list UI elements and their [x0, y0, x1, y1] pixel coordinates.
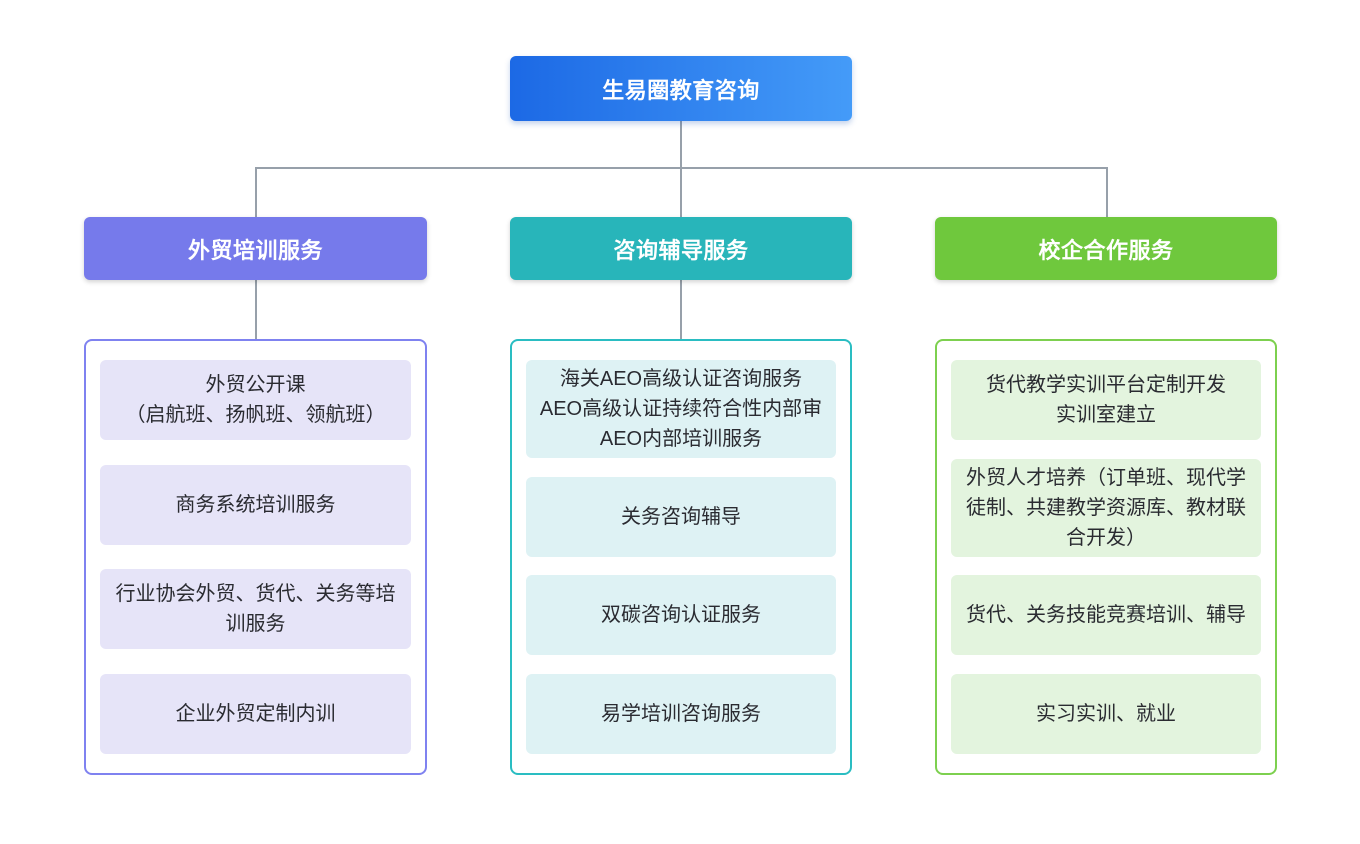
service-item[interactable]: 商务系统培训服务 [100, 464, 411, 545]
connector-root-vertical [680, 121, 682, 168]
branch-container-school-enterprise-cooperation: 货代教学实训平台定制开发 实训室建立 外贸人才培养（订单班、现代学徒制、共建教学… [935, 339, 1277, 775]
service-item[interactable]: 企业外贸定制内训 [100, 673, 411, 754]
branch-header-school-enterprise-cooperation[interactable]: 校企合作服务 [935, 217, 1277, 280]
service-item[interactable]: 海关AEO高级认证咨询服务 AEO高级认证持续符合性内部审 AEO内部培训服务 [526, 360, 836, 458]
connector-drop-column-2 [680, 167, 682, 217]
connector-drop-column-1 [255, 167, 257, 217]
service-item[interactable]: 外贸公开课 （启航班、扬帆班、领航班） [100, 360, 411, 440]
root-node[interactable]: 生易圈教育咨询 [510, 56, 852, 121]
column-school-enterprise-cooperation: 校企合作服务 货代教学实训平台定制开发 实训室建立 外贸人才培养（订单班、现代学… [935, 217, 1277, 775]
service-item[interactable]: 双碳咨询认证服务 [526, 575, 836, 656]
service-item[interactable]: 货代、关务技能竞赛培训、辅导 [951, 575, 1261, 656]
connector-drop-column-3 [1106, 167, 1108, 217]
root-node-label: 生易圈教育咨询 [602, 77, 760, 103]
branch-container-foreign-trade-training: 外贸公开课 （启航班、扬帆班、领航班） 商务系统培训服务 行业协会外贸、货代、关… [84, 339, 427, 775]
service-item[interactable]: 易学培训咨询服务 [526, 673, 836, 754]
service-item[interactable]: 外贸人才培养（订单班、现代学徒制、共建教学资源库、教材联合开发） [951, 458, 1261, 557]
column-foreign-trade-training: 外贸培训服务 外贸公开课 （启航班、扬帆班、领航班） 商务系统培训服务 行业协会… [84, 217, 427, 775]
service-item[interactable]: 行业协会外贸、货代、关务等培训服务 [100, 569, 411, 650]
service-item[interactable]: 货代教学实训平台定制开发 实训室建立 [951, 360, 1261, 440]
connector-header-container-2 [680, 280, 682, 339]
connector-header-container-1 [255, 280, 257, 339]
branch-header-label: 校企合作服务 [1038, 237, 1174, 263]
service-item[interactable]: 关务咨询辅导 [526, 476, 836, 557]
branch-header-foreign-trade-training[interactable]: 外贸培训服务 [84, 217, 427, 280]
branch-header-consulting-coaching[interactable]: 咨询辅导服务 [510, 217, 852, 280]
service-item[interactable]: 实习实训、就业 [951, 673, 1261, 754]
branch-container-consulting-coaching: 海关AEO高级认证咨询服务 AEO高级认证持续符合性内部审 AEO内部培训服务 … [510, 339, 852, 775]
branch-header-label: 咨询辅导服务 [613, 237, 749, 263]
branch-header-label: 外贸培训服务 [187, 237, 323, 263]
column-consulting-coaching: 咨询辅导服务 海关AEO高级认证咨询服务 AEO高级认证持续符合性内部审 AEO… [510, 217, 852, 775]
